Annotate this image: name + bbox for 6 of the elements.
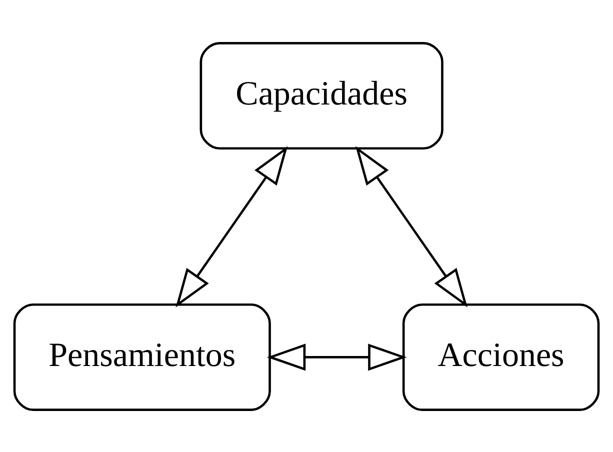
- arrow: [266, 343, 407, 370]
- node-box: Pensamientos: [13, 302, 271, 410]
- node-box: Acciones: [402, 302, 600, 410]
- node-box: Capacidades: [200, 42, 444, 150]
- arrow: [355, 146, 468, 307]
- arrow: [176, 146, 288, 307]
